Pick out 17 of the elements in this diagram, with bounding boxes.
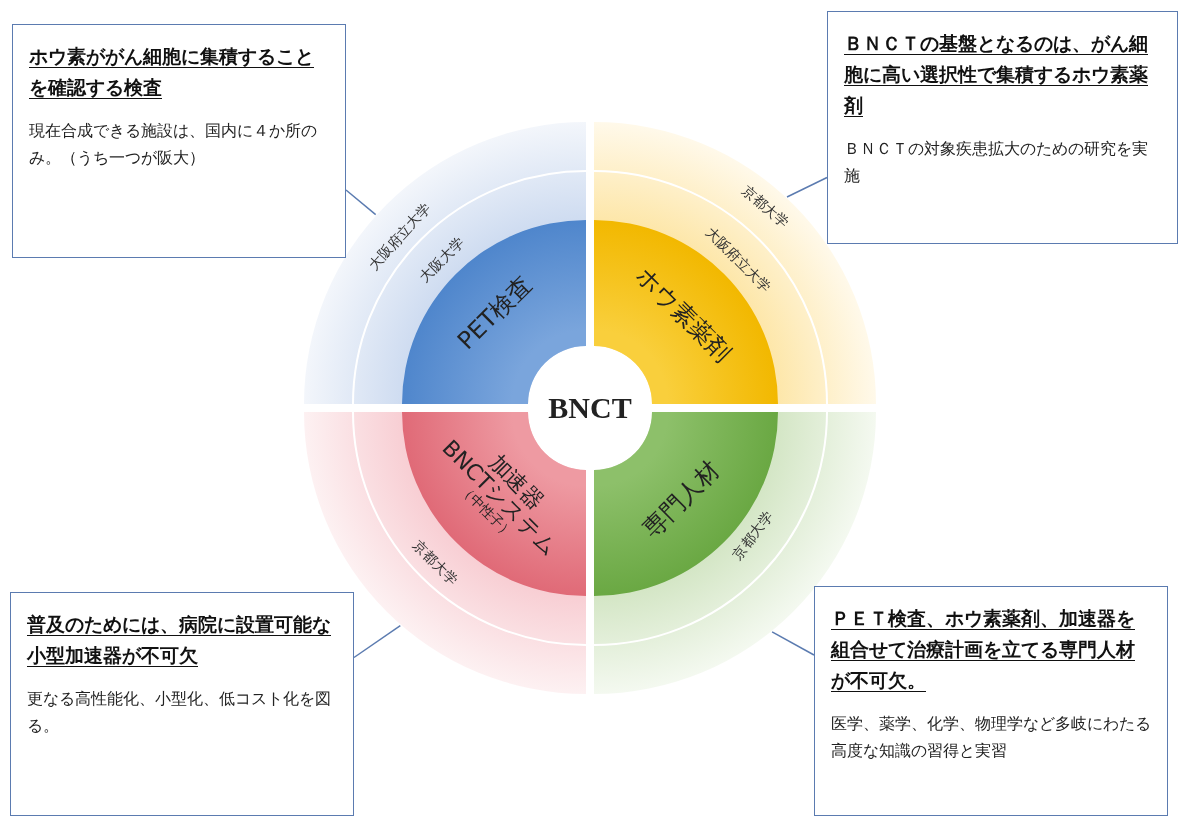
segment-title: 専門人材 (638, 456, 725, 543)
callout-heading: ホウ素ががん細胞に集積することを確認する検査 (29, 44, 315, 100)
callout-text: 現在合成できる施設は、国内に４か所のみ。（うち一つが阪大） (29, 120, 318, 169)
callout-box (12, 24, 346, 258)
callout-box (10, 592, 354, 816)
center-label: BNCT (548, 391, 632, 425)
callout-heading: 普及のためには、病院に設置可能な小型加速器が不可欠 (27, 612, 332, 668)
callout-heading: ＰＥＴ検査、ホウ素薬剤、加速器を組合せて治療計画を立てる専門人材が不可欠。 (831, 606, 1136, 693)
ring-label: 大阪大学 (415, 233, 468, 286)
callout-text: 医学、薬学、化学、物理学など多岐にわたる高度な知識の習得と実習 (831, 713, 1151, 762)
ring-label: 京都大学 (409, 536, 462, 589)
callout-text: ＢＮＣＴの対象疾患拡大のための研究を実施 (844, 138, 1149, 187)
callout-box (814, 586, 1168, 816)
ring-label: 京都大学 (728, 508, 777, 564)
callout-heading: ＢＮＣＴの基盤となるのは、がん細胞に高い選択性で集積するホウ素薬剤 (844, 31, 1149, 118)
callout-text: 更なる高性能化、小型化、低コスト化を図る。 (27, 688, 332, 737)
callout-box (827, 11, 1178, 244)
